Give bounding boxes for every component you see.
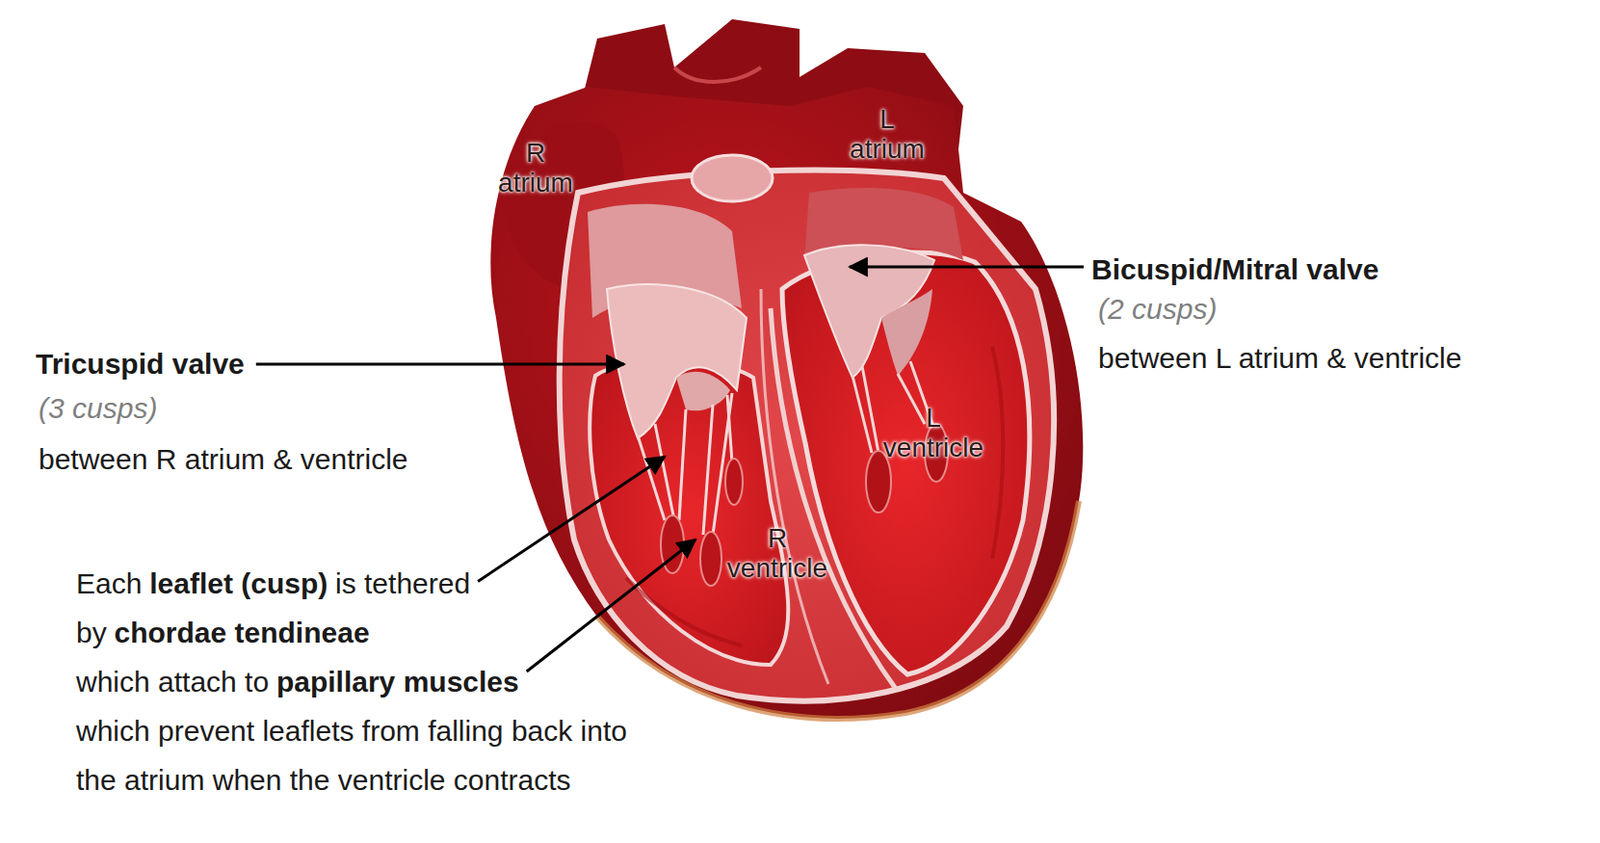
tricuspid-leaflet [676,371,731,412]
mitral-leaflet [881,288,933,376]
leader-arrow [849,265,1084,269]
trabeculae [992,346,1003,559]
papillary-muscle [725,458,743,505]
cusp-count: (3 cusps) [38,391,158,426]
septum-line [760,288,829,684]
chorda [703,404,713,535]
chorda [852,375,872,453]
mitral-leaflet [804,244,935,378]
chorda [679,409,686,521]
leader-arrow [526,539,696,672]
valve-label: Tricuspid valve [35,346,245,382]
chamber-label: R atrium [498,138,574,199]
paragraph-line: which attach topapillary muscles [76,656,635,707]
paragraph-text: the atrium when the ventricle contracts [76,763,572,796]
septum-line [770,308,896,689]
paragraph-line: which prevent leaflets from falling back… [76,706,635,756]
valve-label: Bicuspid/Mitral valve [1091,252,1379,288]
key-term: chordae tendineae [113,616,369,649]
chamber-label: R ventricle [727,524,828,584]
tricuspid-leaflet [606,284,747,439]
chorda [897,373,925,424]
cut-face [559,170,1054,702]
paragraph-text: which prevent leaflets from falling back… [76,714,628,747]
key-term: papillary muscles [276,665,520,698]
chorda [655,423,675,521]
valve-description: between R atrium & ventricle [38,442,409,477]
paragraph-line: the atrium when the ventricle contracts [76,755,635,805]
valve-description: between L atrium & ventricle [1098,340,1462,376]
heart-outline [490,86,1083,719]
paragraph-text: by [76,616,107,649]
paragraph-text: which attach to [76,665,269,698]
chorda [727,394,733,463]
paragraph-text: Each [76,567,142,600]
leader-arrow [256,363,625,367]
chamber-label: L ventricle [883,403,984,464]
leader-arrow [477,456,665,582]
chorda [862,366,879,453]
cusp-count: (2 cusps) [1098,291,1217,327]
vessel-highlight [674,67,761,82]
paragraph-text: is tethered [335,567,471,600]
explanation-paragraph: Eachleaflet (cusp)is tetheredbychordae t… [76,558,635,805]
paragraph-line: Eachleaflet (cusp)is tethered [76,558,635,608]
papillary-muscle [700,531,722,586]
key-term: leaflet (cusp) [149,567,328,600]
trabeculae [626,577,742,646]
left-ventricle-chamber [782,252,1030,675]
paragraph-line: bychordae tendineae [76,607,635,657]
aortic-root [691,155,773,202]
right-ventricle-chamber [589,360,788,665]
chamber-label: L atrium [849,104,925,165]
